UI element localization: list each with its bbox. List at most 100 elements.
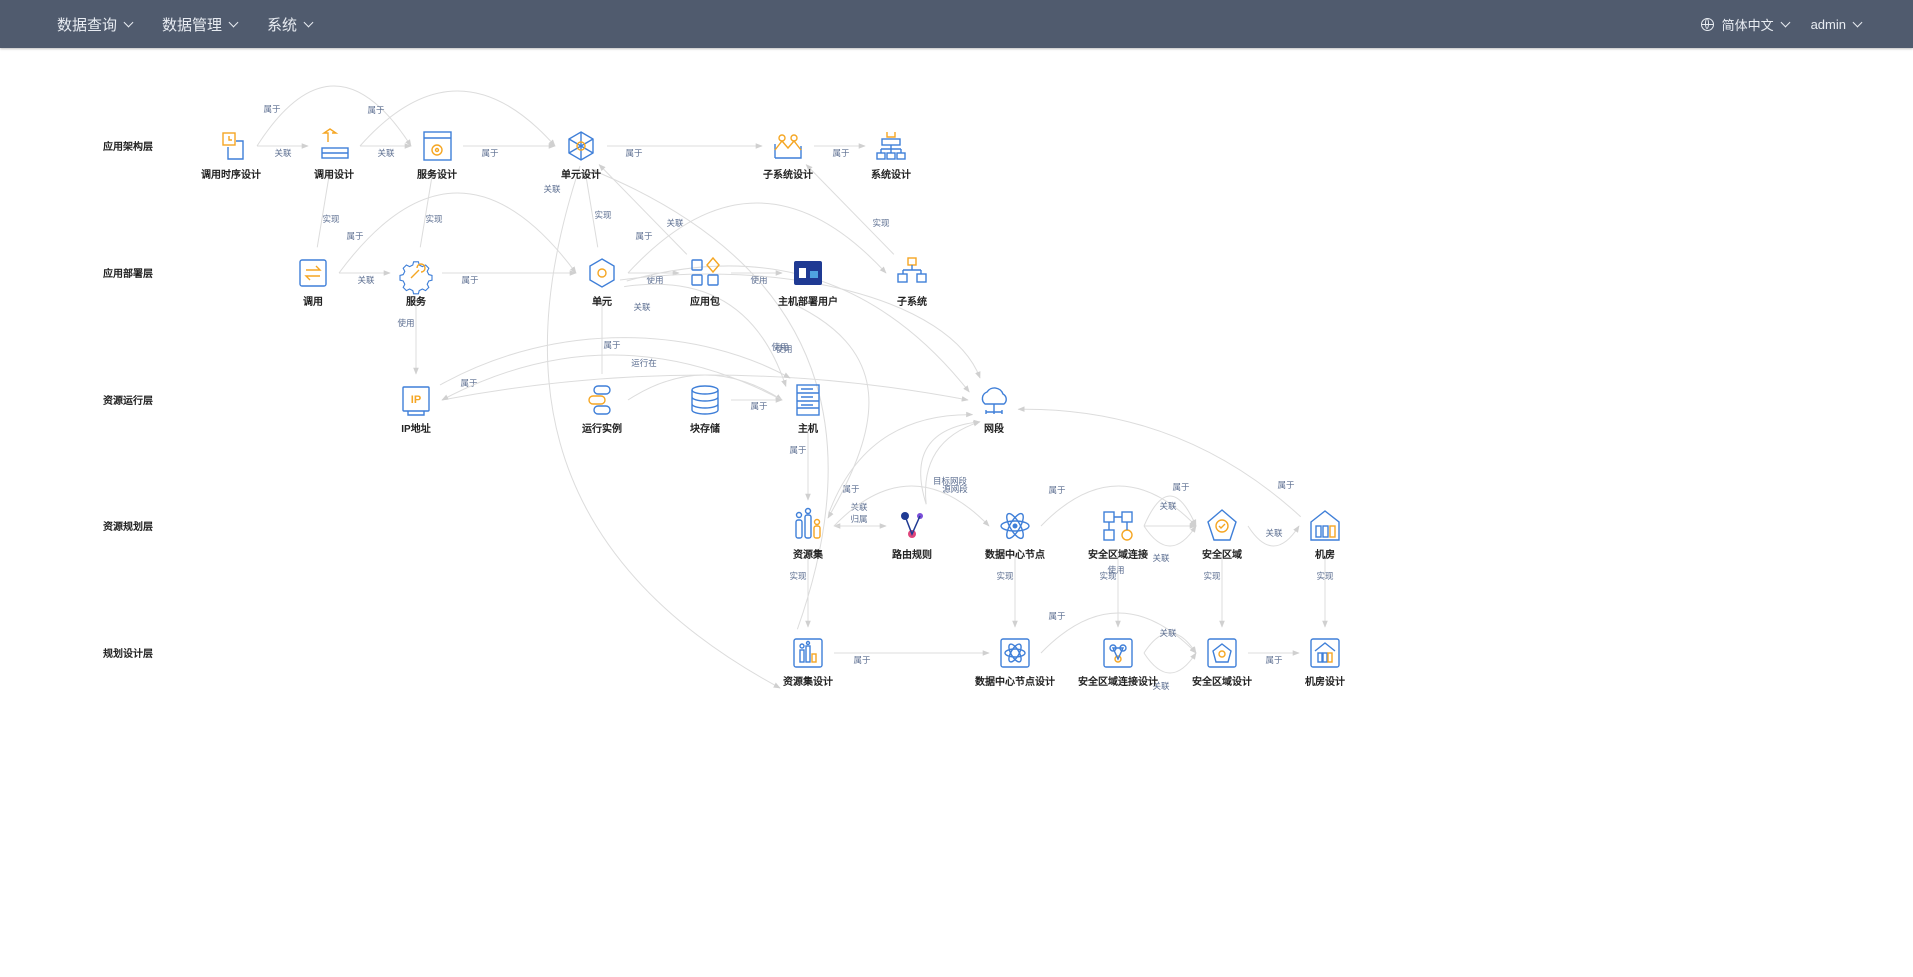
layer-label-L3: 资源运行层	[103, 394, 153, 407]
edges-layer: 关联关联属于属于属于属于属于实现实现实现实现关联关联关联属于属于属于使用使用使用…	[256, 85, 1334, 691]
node-label: 服务设计	[417, 168, 457, 181]
node-subsys_design[interactable]: 子系统设计	[763, 134, 813, 181]
edge-app_pkg-host_user[interactable]: 使用	[730, 270, 783, 285]
edge-zone_design-room_design[interactable]: 属于	[1248, 650, 1300, 665]
edge-unit-host[interactable]: 使用	[624, 283, 793, 388]
edge-label: 关联	[377, 148, 395, 158]
edge-line	[829, 411, 974, 512]
edge-block-host[interactable]: 属于	[730, 397, 783, 411]
node-app_pkg[interactable]: 应用包	[690, 256, 720, 308]
edge-dc-dc_design[interactable]: 实现	[996, 551, 1018, 628]
edge-host-ip[interactable]: 使用	[441, 342, 789, 401]
node-block[interactable]: 块存储	[690, 385, 720, 435]
node-unit_design[interactable]: 单元设计	[561, 131, 601, 181]
node-zone_link_design[interactable]: 安全区域连接设计	[1078, 638, 1158, 688]
node-resset[interactable]: 资源集	[793, 507, 824, 562]
node-room[interactable]: 机房	[1310, 510, 1340, 561]
edge-resset-resset_design[interactable]: 实现	[789, 551, 811, 628]
edge-instance-unit[interactable]: 属于	[599, 298, 621, 375]
edge-zone_link-zone[interactable]: 关联	[1144, 523, 1283, 538]
edge-zone_link-zone[interactable]: 关联	[1143, 495, 1197, 527]
edge-resset_design-unit_design[interactable]: 关联	[543, 169, 829, 630]
edge-room-room_design[interactable]: 实现	[1316, 551, 1334, 628]
edge-dc_design-zone_design[interactable]: 属于	[1040, 611, 1197, 654]
edge-subsys-subsys_design[interactable]: 实现	[805, 164, 895, 255]
edge-zone_link_design-zone_design[interactable]: 关联	[1143, 628, 1197, 654]
node-sys_design[interactable]: 系统设计	[871, 132, 911, 181]
edge-app_pkg-unit_design[interactable]: 关联	[598, 164, 688, 255]
node-dc_design[interactable]: 数据中心节点设计	[975, 638, 1055, 688]
model-diagram[interactable]: 关联关联属于属于属于属于属于实现实现实现实现关联关联关联属于属于属于使用使用使用…	[0, 48, 1913, 972]
edge-unit-app_pkg[interactable]: 使用	[627, 270, 680, 285]
node-label: 主机	[798, 422, 818, 435]
node-dc[interactable]: 数据中心节点	[985, 511, 1045, 561]
node-zone_link[interactable]: 安全区域连接	[1088, 511, 1148, 561]
edge-label: 关联	[1152, 553, 1170, 563]
edge-subsys_design-sys_design[interactable]: 属于	[814, 143, 866, 158]
node-subsys[interactable]: 子系统	[897, 257, 927, 308]
edge-call-svc[interactable]: 关联	[338, 270, 391, 285]
unit-hexagon-icon	[589, 258, 615, 288]
edge-unit_design-subsys_design[interactable]: 属于	[607, 143, 763, 158]
node-resset_design[interactable]: 资源集设计	[783, 638, 833, 688]
node-unit[interactable]: 单元	[589, 258, 615, 308]
edge-unit-unit_design[interactable]: 实现	[583, 170, 612, 248]
edge-resset-netseg[interactable]: 属于	[829, 411, 974, 512]
node-label: IP地址	[401, 422, 430, 435]
block-storage-icon	[691, 385, 719, 415]
edge-call_seq-svc_design[interactable]: 属于	[256, 85, 412, 147]
edge-ip-netseg[interactable]: 属于	[441, 374, 969, 402]
edge-unit-subsys[interactable]: 属于	[627, 202, 887, 274]
node-host[interactable]: 主机	[796, 384, 820, 435]
edge-zone-room[interactable]: 属于	[1247, 480, 1300, 547]
edge-svc-unit[interactable]: 属于	[441, 270, 577, 285]
edge-resset_design-dc_design[interactable]: 属于	[834, 650, 990, 665]
node-zone_design[interactable]: 安全区域设计	[1192, 638, 1252, 688]
node-netseg[interactable]: 网段	[981, 387, 1007, 435]
edge-call_design-unit_design[interactable]: 属于	[359, 90, 556, 147]
node-room_design[interactable]: 机房设计	[1305, 638, 1345, 688]
edge-line	[419, 170, 435, 248]
edge-zone-zone_design[interactable]: 实现	[1203, 552, 1225, 628]
menu-data-management[interactable]: 数据管理	[162, 14, 239, 35]
edge-call_design-svc_design[interactable]: 关联	[360, 143, 412, 158]
edge-route-netseg[interactable]: 目标网段	[920, 419, 981, 505]
node-call_design[interactable]: 调用设计	[314, 128, 354, 181]
user-menu[interactable]: admin	[1811, 17, 1863, 32]
edge-svc_design-unit_design[interactable]: 属于	[463, 143, 556, 158]
node-call_seq[interactable]: 调用时序设计	[201, 132, 261, 181]
node-host_user[interactable]: 主机部署用户	[778, 261, 838, 308]
node-svc_design[interactable]: 服务设计	[417, 131, 457, 181]
edge-call_seq-call_design[interactable]: 关联	[257, 143, 309, 158]
edge-route-netseg[interactable]: 源网段	[925, 421, 981, 505]
edge-zone_link-zone[interactable]: 关联	[1143, 525, 1197, 563]
node-svc[interactable]: 服务	[399, 261, 433, 308]
edge-label: 关联	[666, 218, 684, 228]
layer-label-L2: 应用部署层	[103, 267, 153, 280]
model-diagram-canvas[interactable]: 关联关联属于属于属于属于属于实现实现实现实现关联关联关联属于属于属于使用使用使用…	[0, 48, 1913, 972]
edge-zone_link-zone_link_design[interactable]: 实现	[1099, 551, 1121, 628]
edge-resset-route[interactable]: 归属	[834, 514, 887, 529]
host-server-icon	[796, 384, 820, 416]
node-label: 机房	[1315, 548, 1335, 561]
menu-data-query[interactable]: 数据查询	[57, 14, 134, 35]
edge-host-resset[interactable]: 属于	[789, 425, 811, 501]
edge-dc-zone[interactable]: 属于	[1040, 482, 1197, 527]
edge-svc-svc_design[interactable]: 实现	[419, 170, 443, 248]
edge-svc-ip[interactable]: 使用	[397, 298, 419, 375]
edge-call-unit[interactable]: 属于	[338, 192, 577, 274]
service-design-icon	[423, 131, 452, 161]
edge-call-call_design[interactable]: 实现	[316, 170, 340, 248]
node-route[interactable]: 路由规则	[892, 512, 932, 561]
edge-room-netseg[interactable]: 使用	[1017, 406, 1302, 575]
node-zone[interactable]: 安全区域	[1202, 509, 1242, 561]
edge-label: 属于	[842, 484, 860, 494]
node-instance[interactable]: 运行实例	[582, 385, 622, 435]
edge-label: 目标网段	[933, 476, 968, 486]
edge-zone_link_design-zone_design[interactable]: 关联	[1143, 652, 1197, 691]
node-call[interactable]: 调用	[299, 259, 327, 308]
language-selector[interactable]: 简体中文	[1700, 15, 1791, 34]
menu-system[interactable]: 系统	[267, 14, 314, 35]
edge-resset-dc[interactable]: 属于	[833, 485, 1066, 527]
